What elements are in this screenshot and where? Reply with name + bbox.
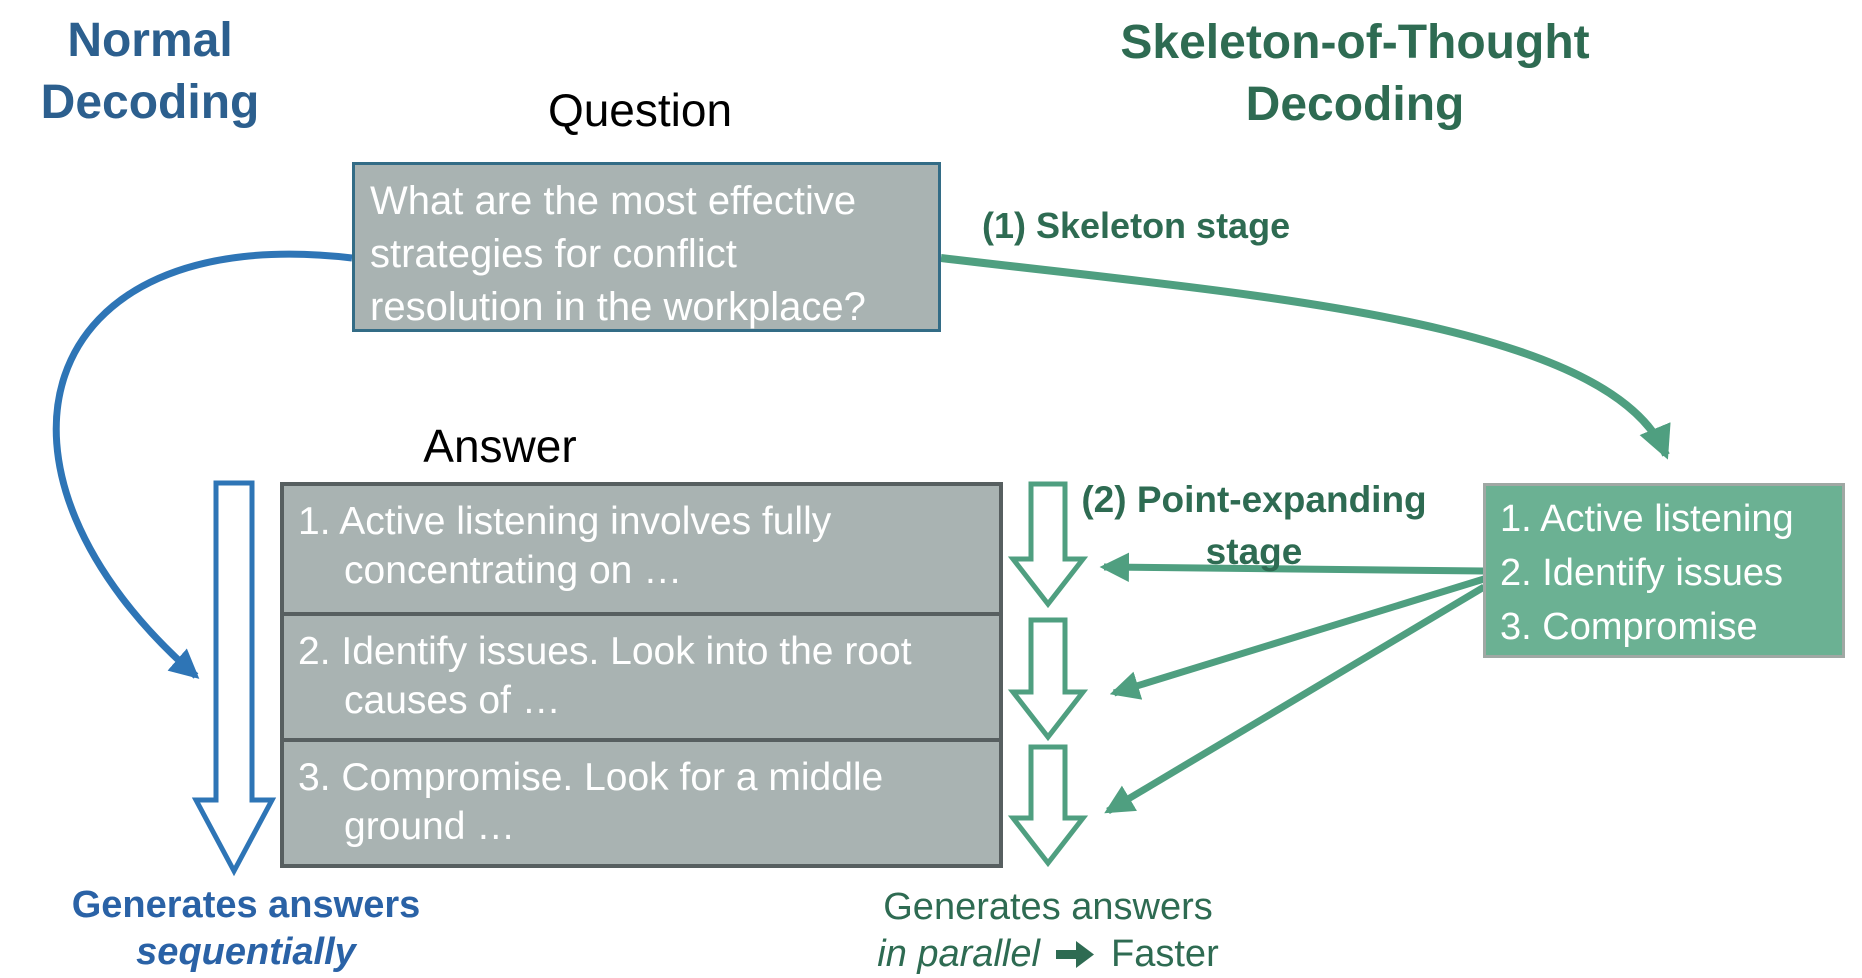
skeleton-of-thought-title: Skeleton-of-Thought Decoding — [1055, 12, 1655, 136]
sequential-footer-line2: sequentially — [136, 931, 356, 973]
answer-row-2: 2. Identify issues. Look into the root c… — [284, 612, 999, 738]
parallel-footer-in-parallel: in parallel — [877, 933, 1040, 975]
stage2-label-line1: (2) Point-expanding — [1081, 479, 1427, 520]
question-text-line3: resolution in the workplace? — [370, 285, 866, 329]
normal-decoding-title-line2: Decoding — [40, 76, 260, 129]
answer-label: Answer — [423, 420, 577, 472]
skeleton-of-thought-title-line1: Skeleton-of-Thought — [1120, 16, 1590, 69]
parallel-footer: Generates answers in parallel Faster — [828, 884, 1268, 978]
stage2-label-line2: stage — [1205, 531, 1303, 572]
question-box: What are the most effective strategies f… — [352, 162, 941, 332]
sequential-footer-line1: Generates answers — [71, 884, 421, 926]
normal-decoding-curve-arrow — [52, 250, 353, 679]
stage2-label: (2) Point-expanding stage — [1044, 474, 1464, 578]
answer-box: 1. Active listening involves fully conce… — [280, 482, 1003, 868]
skeleton-of-thought-title-line2: Decoding — [1245, 78, 1465, 131]
skeleton-box: 1. Active listening 2. Identify issues 3… — [1483, 483, 1845, 658]
answer-row-2-line2: causes of … — [344, 679, 561, 722]
answer-row-3-line1: 3. Compromise. Look for a middle — [298, 756, 884, 799]
skeleton-point-1: 1. Active listening — [1500, 498, 1794, 540]
normal-decoding-title: Normal Decoding — [30, 10, 270, 134]
question-text-line1: What are the most effective — [370, 179, 857, 223]
parallel-hollow-arrow-3 — [1007, 744, 1089, 868]
answer-row-2-line1: 2. Identify issues. Look into the root — [298, 630, 912, 673]
answer-row-3-line2: ground … — [344, 805, 516, 848]
answer-row-3: 3. Compromise. Look for a middle ground … — [284, 738, 999, 864]
parallel-hollow-arrow-2 — [1007, 617, 1089, 742]
skeleton-point-2: 2. Identify issues — [1500, 552, 1784, 594]
skeleton-stage-curve-arrow — [940, 254, 1671, 460]
sequential-footer: Generates answers sequentially — [26, 882, 466, 976]
question-text-line2: strategies for conflict — [370, 232, 737, 276]
stage1-label: (1) Skeleton stage — [982, 205, 1291, 246]
parallel-footer-faster: Faster — [1111, 933, 1219, 975]
normal-decoding-title-line1: Normal — [67, 14, 233, 67]
skeleton-point-3: 3. Compromise — [1500, 606, 1758, 648]
answer-row-1: 1. Active listening involves fully conce… — [284, 486, 999, 612]
parallel-hollow-arrow-1 — [1007, 481, 1089, 609]
point-expand-arrow-2 — [1109, 575, 1486, 700]
answer-row-1-line1: 1. Active listening involves fully — [298, 500, 832, 543]
parallel-footer-line2: in parallel Faster — [828, 931, 1268, 978]
question-label: Question — [547, 84, 733, 136]
answer-row-1-line2: concentrating on … — [344, 549, 683, 592]
sequential-hollow-arrow — [191, 480, 277, 877]
point-expand-arrow-3 — [1104, 583, 1486, 815]
parallel-footer-line1: Generates answers — [883, 886, 1213, 928]
point-expand-arrow-1 — [1099, 552, 1485, 582]
faster-arrow-icon — [1056, 941, 1095, 968]
